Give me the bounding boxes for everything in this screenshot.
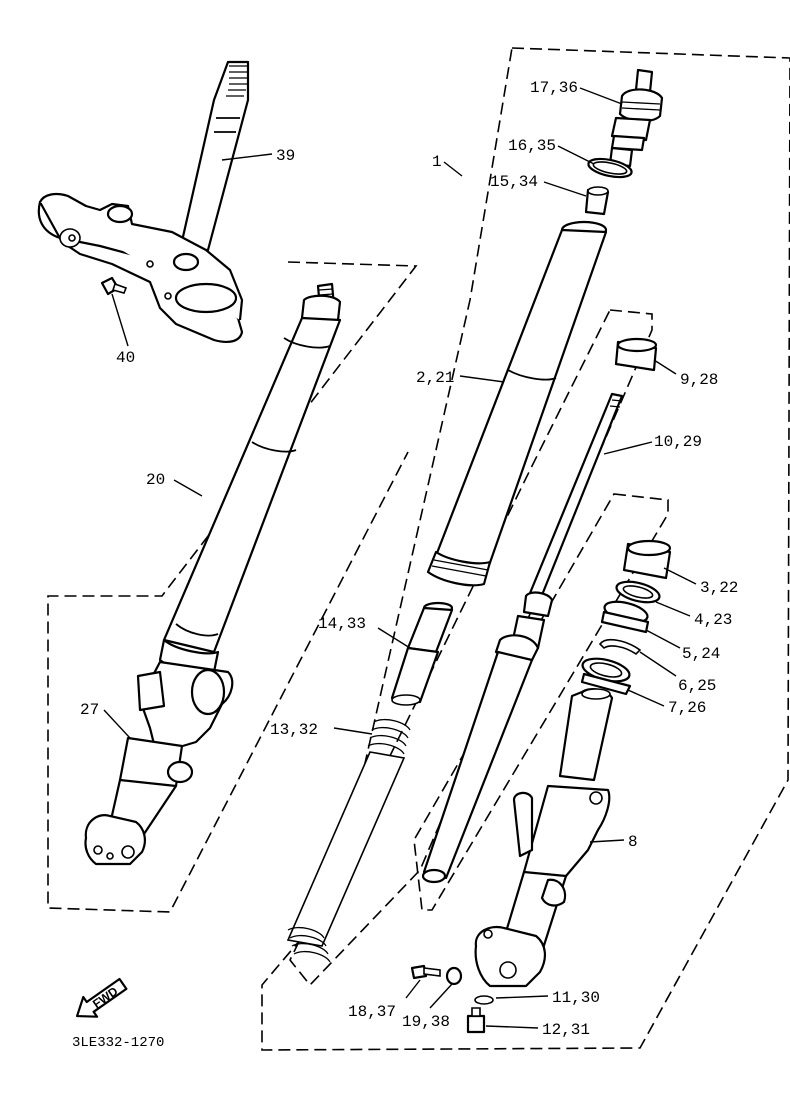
leader-2-21 (459, 375, 505, 383)
part-17-36-cap-bolt (608, 68, 664, 168)
callout-6-25: 6,25 (678, 677, 716, 695)
callout-39: 39 (276, 147, 295, 165)
part-10-29-damper-rod (421, 392, 624, 884)
leader-10-29 (603, 441, 653, 455)
callout-14-33: 14,33 (318, 615, 366, 633)
leader-7-26 (627, 689, 665, 707)
part-9-28-bushing (614, 337, 658, 372)
callout-4-23: 4,23 (694, 611, 732, 629)
callout-16-35: 16,35 (508, 137, 556, 155)
part-11-30-gasket (474, 995, 494, 1005)
leader-20 (173, 479, 203, 497)
callout-7-26: 7,26 (668, 699, 706, 717)
callout-18-37: 18,37 (348, 1003, 396, 1021)
callout-10-29: 10,29 (654, 433, 702, 451)
callout-11-30: 11,30 (552, 989, 600, 1007)
callout-1: 1 (432, 153, 442, 171)
leader-13-32 (333, 727, 373, 735)
callout-27: 27 (80, 701, 99, 719)
part-19-38-washer (445, 966, 463, 986)
part-40-bolt (100, 276, 129, 347)
leader-12-31 (485, 1025, 539, 1029)
part-20-left-outer-tube (158, 282, 342, 675)
part-14-33-spacer (390, 601, 454, 706)
leader-6-25 (639, 651, 677, 677)
leader-9-28 (653, 359, 677, 375)
leader-15-34 (543, 181, 587, 197)
part-3-22-slide-bushing (622, 539, 672, 580)
drawing-code: 3LE332-1270 (72, 1035, 164, 1051)
leader-39 (221, 153, 273, 161)
callout-13-32: 13,32 (270, 721, 318, 739)
leader-4-23 (655, 601, 691, 617)
callout-15-34: 15,34 (490, 173, 538, 191)
callout-17-36: 17,36 (530, 79, 578, 97)
part-7-26-dust-seal (580, 657, 632, 696)
part-39-steering-stem-bracket (37, 60, 250, 343)
leader-27 (103, 709, 131, 739)
callout-3-22: 3,22 (700, 579, 738, 597)
callout-19-38: 19,38 (402, 1013, 450, 1031)
leader-18-37 (405, 979, 421, 999)
leader-19-38 (429, 983, 453, 1009)
callout-5-24: 5,24 (682, 645, 720, 663)
part-27-left-outer-fork-leg (84, 660, 234, 866)
callout-20: 20 (146, 471, 165, 489)
part-2-21-inner-tube (426, 220, 608, 587)
leader-11-30 (495, 995, 549, 999)
part-13-32-fork-spring (286, 718, 411, 963)
left-fork-assembly-outline (47, 261, 418, 913)
leader-14-33 (377, 627, 411, 649)
damper-set-outline (413, 493, 669, 911)
part-6-25-circlip (598, 638, 642, 656)
part-12-31-drain-bolt (466, 1007, 486, 1034)
part-8-outer-fork-leg (474, 688, 614, 988)
inner-tube-set-outline (289, 309, 653, 987)
part-5-24-oil-seal (600, 600, 650, 634)
part-15-34-spacer (584, 186, 610, 216)
leader-5-24 (645, 629, 681, 649)
leader-8 (589, 839, 625, 843)
callout-12-31: 12,31 (542, 1021, 590, 1039)
leader-1 (443, 161, 463, 177)
callout-8: 8 (628, 833, 638, 851)
fwd-arrow-icon: FWD (75, 977, 128, 1018)
leader-17-36 (579, 87, 623, 105)
callout-40: 40 (116, 349, 135, 367)
callout-2-21: 2,21 (416, 369, 454, 387)
part-18-37-bolt (410, 964, 441, 980)
callout-9-28: 9,28 (680, 371, 718, 389)
leader-3-22 (663, 567, 697, 585)
leader-16-35 (557, 145, 595, 165)
right-fork-assembly-outline (261, 47, 790, 1051)
